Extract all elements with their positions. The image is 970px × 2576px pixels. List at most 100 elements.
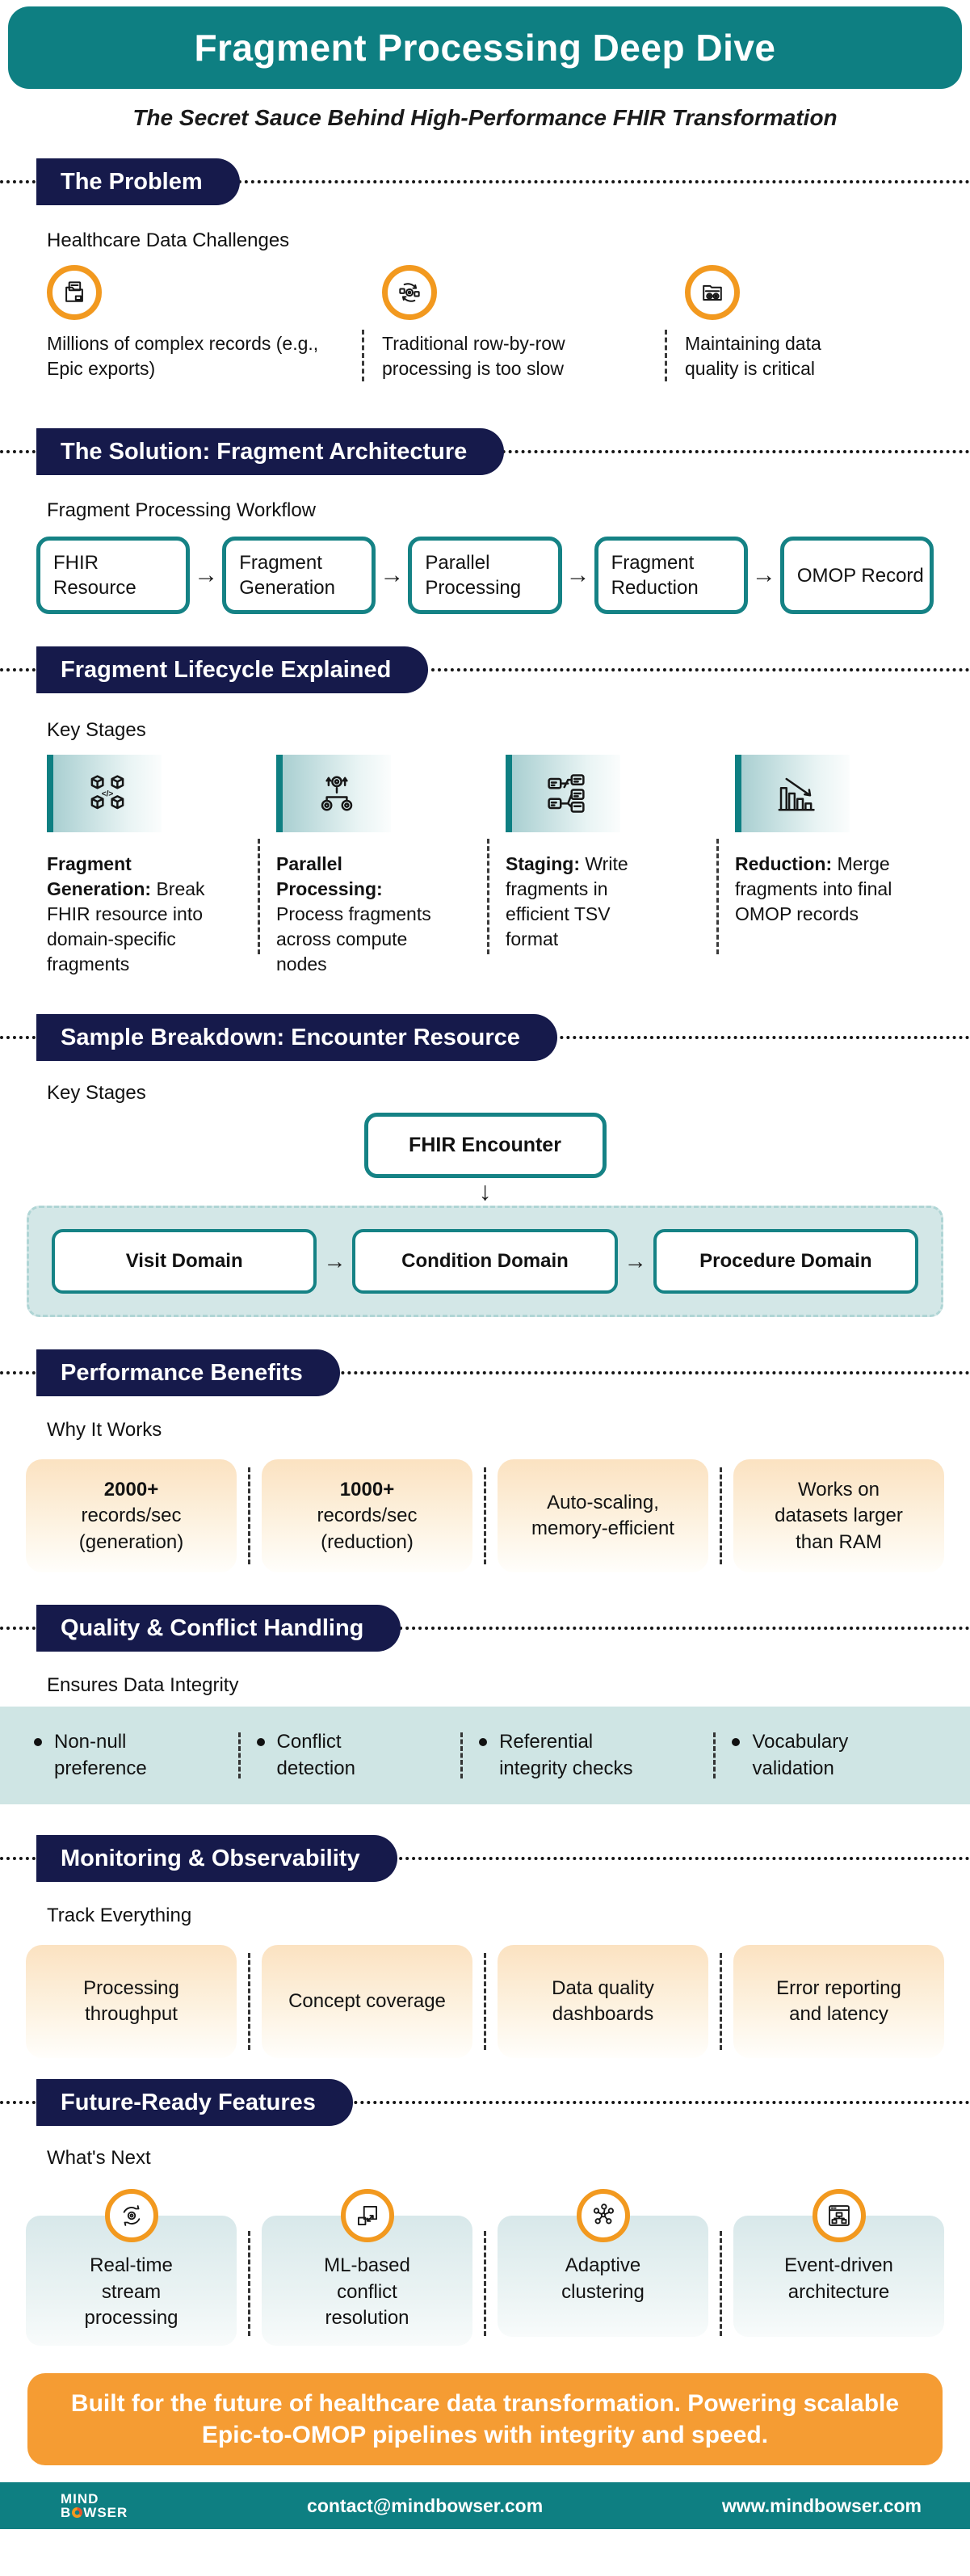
contact-email-link[interactable]: contact@mindbowser.com bbox=[307, 2494, 544, 2516]
card-line: records/sec bbox=[81, 1505, 182, 1527]
workflow-step-text: Fragment Generation bbox=[239, 551, 335, 600]
workflow-step-text: OMOP Record bbox=[796, 564, 924, 587]
fragments-icon: </> bbox=[47, 755, 162, 833]
bullet-dot bbox=[732, 1738, 741, 1747]
future-item: Adaptive clustering bbox=[498, 2189, 708, 2346]
website-link[interactable]: www.mindbowser.com bbox=[721, 2494, 922, 2516]
quality-label: Ensures Data Integrity bbox=[47, 1674, 239, 1697]
logo-line2: B WSER bbox=[61, 2506, 128, 2519]
workflow-step-text: FHIR Resource bbox=[53, 551, 136, 600]
workflow-step: Parallel Processing bbox=[408, 537, 562, 615]
future-text: Event-driven architecture bbox=[784, 2254, 893, 2303]
workflow-step: OMOP Record bbox=[779, 537, 934, 615]
problem-item-text: Traditional row-by-row processing is too… bbox=[382, 333, 565, 380]
domain-box: Procedure Domain bbox=[653, 1229, 918, 1294]
card-line: Auto-scaling, bbox=[547, 1491, 659, 1513]
quality-item-text: Referential integrity checks bbox=[499, 1731, 633, 1779]
workflow-steps: FHIR Resource → Fragment Generation → Pa… bbox=[36, 537, 934, 615]
column-divider bbox=[484, 1953, 486, 2051]
monitoring-card: Concept coverage bbox=[262, 1945, 472, 2059]
problem-item-text: Millions of complex records (e.g., Epic … bbox=[47, 333, 319, 380]
flow-arrow-icon: → bbox=[380, 562, 405, 589]
quality-item: Vocabulary validation bbox=[732, 1729, 936, 1782]
section-title: The Solution: Fragment Architecture bbox=[61, 438, 468, 465]
reduction-chart-icon bbox=[735, 755, 850, 833]
stage-description: Write fragments in efficient TSV format bbox=[506, 853, 628, 950]
problem-columns: Millions of complex records (e.g., Epic … bbox=[47, 265, 946, 382]
column-divider bbox=[484, 1467, 486, 1565]
down-arrow-icon: ↓ bbox=[478, 1176, 492, 1206]
workflow-step: FHIR Resource bbox=[36, 537, 191, 615]
monitoring-label: Track Everything bbox=[47, 1905, 192, 1927]
stream-processing-icon bbox=[104, 2189, 158, 2243]
stage-description: Break FHIR resource into domain-specific… bbox=[47, 878, 205, 975]
column-divider bbox=[720, 1953, 722, 2051]
section-header-sample: Sample Breakdown: Encounter Resource bbox=[0, 1014, 970, 1062]
section-header-monitoring: Monitoring & Observability bbox=[0, 1835, 970, 1883]
page-title: Fragment Processing Deep Dive bbox=[8, 6, 962, 89]
column-divider bbox=[362, 330, 364, 382]
infographic: { "header": { "title": "Fragment Process… bbox=[0, 6, 970, 2576]
quality-item: Non-null preference bbox=[34, 1729, 238, 1782]
closing-banner: Built for the future of healthcare data … bbox=[27, 2373, 943, 2466]
card-text: Processing throughput bbox=[83, 1976, 179, 2026]
monitoring-cards: Processing throughput Concept coverage D… bbox=[26, 1945, 944, 2059]
stage-text: Reduction: Merge fragments into final OM… bbox=[735, 852, 897, 927]
dotted-rule bbox=[0, 668, 970, 672]
closing-banner-text: Built for the future of healthcare data … bbox=[70, 2390, 900, 2449]
column-divider bbox=[665, 330, 667, 382]
column-divider bbox=[720, 1467, 722, 1565]
column-divider bbox=[460, 1732, 464, 1779]
page-subtitle: The Secret Sauce Behind High-Performance… bbox=[132, 105, 838, 130]
stage-description: Merge fragments into final OMOP records bbox=[735, 853, 892, 925]
future-label: What's Next bbox=[47, 2147, 151, 2170]
quality-band: Non-null preference Conflict detection R… bbox=[0, 1707, 970, 1805]
section-title: Monitoring & Observability bbox=[61, 1845, 360, 1871]
card-line: (reduction) bbox=[321, 1530, 414, 1553]
page-title-text: Fragment Processing Deep Dive bbox=[194, 27, 776, 69]
dotted-rule bbox=[0, 1857, 970, 1861]
card-text: Error reporting and latency bbox=[776, 1976, 901, 2026]
performance-card: Works on datasets larger than RAM bbox=[733, 1459, 944, 1573]
column-divider bbox=[716, 839, 719, 955]
stage-heading: Staging: bbox=[506, 853, 580, 875]
logo-line2-suffix: WSER bbox=[83, 2505, 128, 2521]
problem-item-text: Maintaining data quality is critical bbox=[685, 333, 821, 380]
fhir-encounter-text: FHIR Encounter bbox=[409, 1134, 561, 1157]
section-title: Future-Ready Features bbox=[61, 2089, 316, 2115]
mindbowser-logo: MIND B WSER bbox=[61, 2492, 128, 2519]
event-architecture-icon bbox=[812, 2189, 866, 2243]
section-title: Fragment Lifecycle Explained bbox=[61, 656, 392, 683]
workflow-step-text: Parallel Processing bbox=[425, 551, 522, 600]
lifecycle-stage: </> Fragment Generation: Break FHIR reso… bbox=[47, 755, 258, 977]
lifecycle-stage: Parallel Processing: Process fragments a… bbox=[276, 755, 487, 977]
column-divider bbox=[248, 1467, 250, 1565]
section-pill-quality: Quality & Conflict Handling bbox=[36, 1605, 401, 1652]
column-divider bbox=[248, 1953, 250, 2051]
lifecycle-stage: Staging: Write fragments in efficient TS… bbox=[506, 755, 716, 977]
card-line: datasets larger bbox=[775, 1505, 903, 1527]
solution-label: Fragment Processing Workflow bbox=[47, 499, 316, 522]
clustering-network-icon bbox=[576, 2189, 630, 2243]
lifecycle-stage: Reduction: Merge fragments into final OM… bbox=[735, 755, 946, 977]
footer-bar: MIND B WSER contact@mindbowser.com www.m… bbox=[0, 2482, 970, 2530]
performance-card: Auto-scaling, memory-efficient bbox=[498, 1459, 708, 1573]
section-title: Sample Breakdown: Encounter Resource bbox=[61, 1024, 520, 1050]
quality-item-text: Non-null preference bbox=[54, 1731, 147, 1779]
workflow-step: Fragment Generation bbox=[222, 537, 376, 615]
stage-heading: Fragment Generation: bbox=[47, 853, 152, 900]
section-title: Quality & Conflict Handling bbox=[61, 1614, 364, 1641]
stage-text: Parallel Processing: Process fragments a… bbox=[276, 852, 438, 977]
section-header-future: Future-Ready Features bbox=[0, 2079, 970, 2127]
logo-swirl-icon bbox=[72, 2507, 83, 2519]
section-pill-monitoring: Monitoring & Observability bbox=[36, 1835, 397, 1883]
card-line: records/sec bbox=[317, 1505, 418, 1527]
flow-arrow-icon: → bbox=[751, 562, 776, 589]
section-header-quality: Quality & Conflict Handling bbox=[0, 1605, 970, 1652]
domain-text: Condition Domain bbox=[401, 1250, 569, 1273]
card-highlight: 2000+ bbox=[103, 1478, 159, 1501]
future-text: ML-based conflict resolution bbox=[324, 2254, 410, 2329]
stage-description: Process fragments across compute nodes bbox=[276, 903, 431, 975]
section-header-performance: Performance Benefits bbox=[0, 1349, 970, 1397]
dotted-rule bbox=[0, 180, 970, 183]
